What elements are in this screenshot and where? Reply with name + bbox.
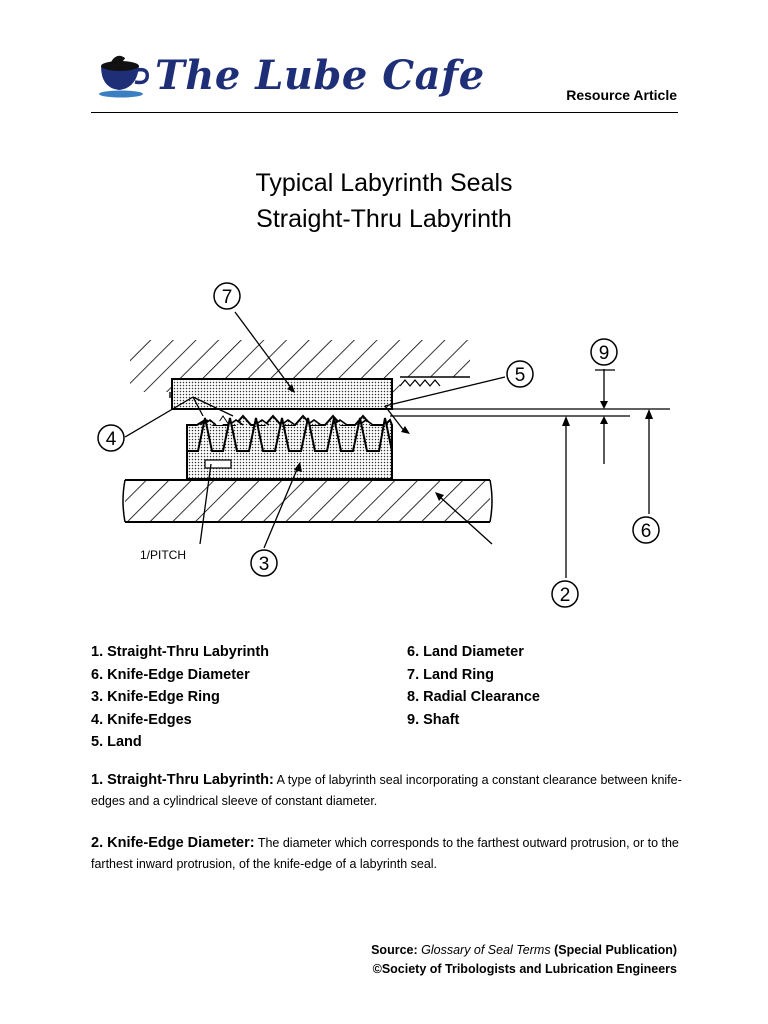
legend-item: 3. Knife-Edge Ring: [91, 689, 220, 705]
definition-2: 2. Knife-Edge Diameter: The diameter whi…: [91, 833, 691, 875]
legend-item: 7. Land Ring: [407, 666, 494, 683]
legend-item: 6. Land Diameter: [407, 644, 524, 660]
legend-left: 1. Straight-Thru Labyrinth 6. Knife-Edge…: [91, 641, 269, 754]
source-copyright: ©Society of Tribologists and Lubrication…: [372, 962, 677, 976]
callout-6: 6: [632, 516, 660, 544]
header-divider: [91, 112, 678, 113]
callout-5-label: 5: [515, 365, 526, 386]
legend-item: 6. Knife-Edge Diameter: [91, 666, 250, 683]
callout-7-label: 7: [222, 287, 233, 308]
callout-3-label: 3: [259, 554, 270, 575]
logo-text: The Lube Cafe: [155, 52, 485, 99]
callout-5: 5: [506, 360, 534, 388]
callout-4-label: 4: [106, 429, 117, 450]
callout-3: 3: [250, 549, 278, 577]
definition-text: The diameter which corresponds to the fa…: [91, 836, 679, 871]
page-title: Typical Labyrinth Seals: [255, 169, 513, 197]
shaft: [125, 480, 490, 522]
source-note: (Special Publication): [554, 943, 677, 957]
coffee-cup-icon: [99, 55, 150, 98]
source-citation: Source: Glossary of Seal Terms (Special …: [371, 941, 677, 979]
callout-9-label: 9: [599, 343, 610, 364]
logo: The Lube Cafe: [97, 52, 484, 104]
callout-2: 2: [551, 580, 579, 608]
legend-right: 6. Land Diameter 7. Land Ring 8. Radial …: [407, 641, 540, 731]
callout-9: 9: [590, 338, 618, 366]
legend-item: 4. Knife-Edges: [91, 711, 192, 728]
definition-1: 1. Straight-Thru Labyrinth: A type of la…: [91, 770, 691, 812]
definition-term: 1. Straight-Thru Labyrinth:: [91, 772, 274, 788]
legend-item: 9. Shaft: [407, 711, 460, 728]
labyrinth-seal-diagram: 7 9 5 4 6 3 2 1/PITCH: [95, 282, 675, 612]
pitch-label: 1/PITCH: [140, 548, 186, 562]
legend-item: 8. Radial Clearance: [407, 689, 540, 705]
callout-7: 7: [213, 282, 241, 310]
callout-4: 4: [97, 424, 125, 452]
legend-item: 1. Straight-Thru Labyrinth: [91, 644, 270, 660]
source-publication: Glossary of Seal Terms: [421, 943, 551, 957]
land-ring: [171, 378, 393, 410]
callout-2-label: 2: [560, 585, 571, 606]
legend-item: 5. Land: [91, 734, 142, 750]
resource-article-label: Resource Article: [566, 87, 677, 103]
page-subtitle: Straight-Thru Labyrinth: [256, 205, 512, 233]
definition-term: 2. Knife-Edge Diameter:: [91, 835, 255, 851]
source-label: Source:: [371, 943, 418, 957]
definition-text: A type of labyrinth seal incorporating a…: [91, 773, 682, 808]
callout-6-label: 6: [641, 521, 652, 542]
